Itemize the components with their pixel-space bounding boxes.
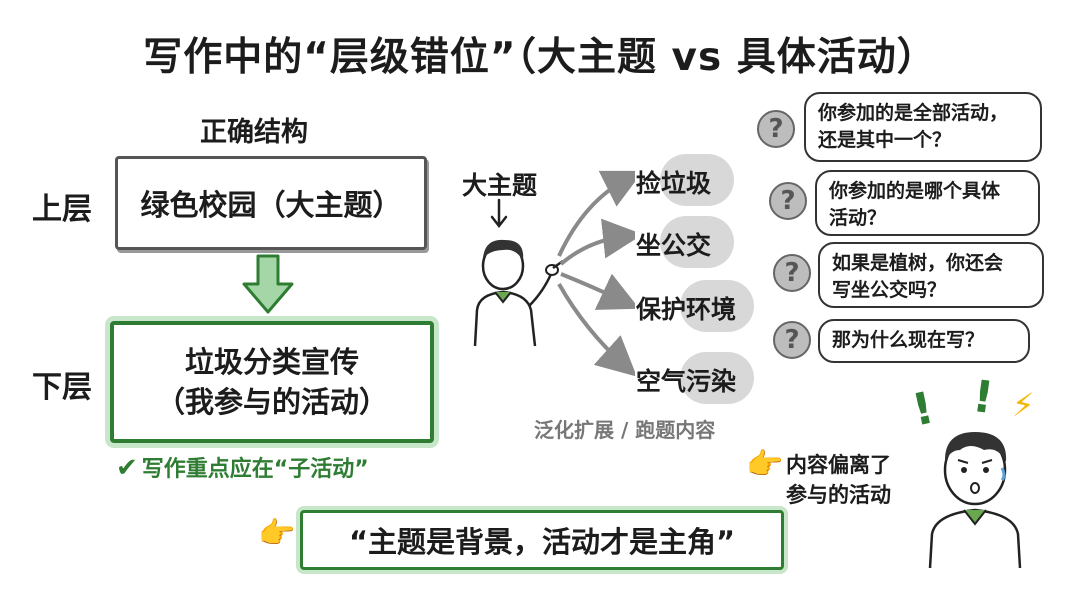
question-icon-2: ? [769,182,807,220]
key-quote-box: “主题是背景，活动才是主角” [300,510,784,570]
upper-topic-box: 绿色校园（大主题） [115,156,427,250]
upper-topic-text: 绿色校园（大主题） [140,188,402,222]
question-icon-3: ? [773,254,811,292]
question-3-line2: 写坐公交吗？ [832,279,947,301]
lower-layer-label: 下层 [32,370,92,405]
question-bubble-2: 你参加的是哪个具体 活动？ [815,170,1040,236]
question-bubble-1: 你参加的是全部活动， 还是其中一个？ [804,92,1042,162]
topic-blob-2 [660,216,734,268]
pointing-hand-icon-small: 👉 [746,447,784,482]
lower-activity-line1: 垃圾分类宣传 [184,345,359,379]
question-bubble-3: 如果是植树，你还会 写坐公交吗？ [818,242,1044,308]
divergence-arrows [557,170,635,377]
topic-item-2: 坐公交 [636,231,712,260]
side-note: 内容偏离了 参与的活动 [786,450,891,510]
pointing-hand-icon: 👉 [258,516,296,551]
topic-blob-3 [680,280,754,332]
lower-activity-box: 垃圾分类宣传 （我参与的活动） [110,321,434,443]
question-1-line1: 你参加的是全部活动， [818,102,1009,124]
key-quote-text: “主题是背景，活动才是主角” [348,525,736,559]
question-3-line1: 如果是植树，你还会 [832,252,1004,274]
check-icon: ✔ [116,453,138,483]
topic-item-1: 捡垃圾 [636,169,712,198]
small-down-arrow-icon [490,198,508,229]
structure-heading: 正确结构 [200,117,308,148]
pointing-person-icon [473,239,564,347]
divergence-caption: 泛化扩展 / 跑题内容 [534,418,716,442]
page-title: 写作中的“层级错位”（大主题 vs 具体活动） [143,35,937,80]
upper-layer-label: 上层 [32,192,92,227]
topic-blob-1 [660,154,734,206]
question-2-line1: 你参加的是哪个具体 [829,180,1001,202]
side-note-line1: 内容偏离了 [786,453,891,477]
lightning-icon: ⚡ [1012,386,1035,424]
focus-note-text: 写作重点应在“子活动” [141,457,369,482]
question-4-line1: 那为什么现在写？ [832,329,985,351]
question-icon-4: ? [773,321,811,359]
topic-item-3: 保护环境 [636,295,737,324]
topic-blob-4 [680,352,754,404]
question-icon-1: ? [757,110,795,148]
down-arrow-icon [242,254,294,314]
topic-item-4: 空气污染 [636,367,737,396]
exclamation-icon-2: ! [969,370,997,425]
side-note-line2: 参与的活动 [786,483,891,507]
focus-note: ✔写作重点应在“子活动” [116,451,369,483]
worried-person-icon [928,432,1022,568]
big-topic-label: 大主题 [462,171,538,200]
question-bubble-4: 那为什么现在写？ [818,319,1030,363]
lower-activity-line2: （我参与的活动） [155,385,388,419]
question-2-line2: 活动？ [829,207,887,229]
question-1-line2: 还是其中一个？ [818,129,952,151]
